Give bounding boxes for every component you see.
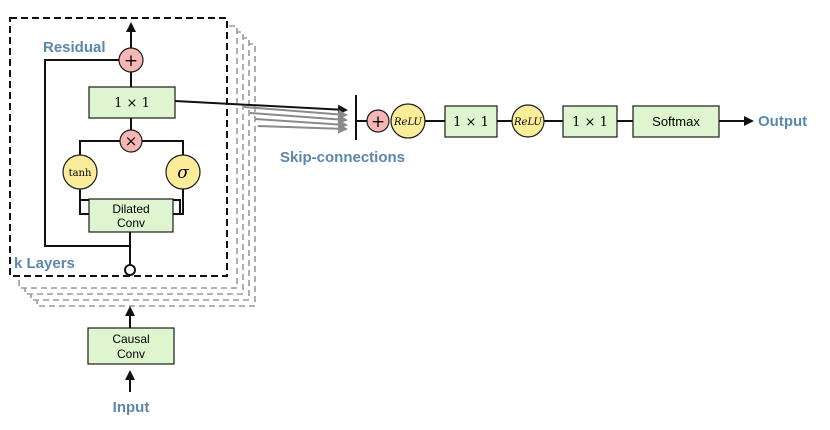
softmax-label: Softmax bbox=[652, 114, 700, 129]
residual-label: Residual bbox=[43, 39, 106, 56]
skip-connection-wire-5 bbox=[257, 123, 348, 134]
skip-connection-wire-main bbox=[174, 100, 348, 115]
residual-add-op bbox=[118, 47, 144, 73]
skip-connections-label: Skip-connections bbox=[280, 149, 405, 166]
causal-conv-block bbox=[87, 327, 175, 365]
wire-tanh-to-mult bbox=[79, 140, 121, 156]
wire-dilated-right bbox=[172, 189, 184, 215]
tanh-activation bbox=[62, 154, 98, 190]
k-layers-label: k Layers bbox=[14, 255, 75, 272]
dilated-conv-label-line2: Conv bbox=[117, 216, 145, 230]
wire-dilated-left bbox=[79, 189, 89, 215]
multiply-op bbox=[119, 129, 143, 153]
skip-connection-wire-4 bbox=[254, 118, 348, 130]
residual-add-symbol: + bbox=[124, 51, 138, 71]
layer-input-node bbox=[124, 264, 136, 276]
conv1x1-b-label: 1 × 1 bbox=[572, 115, 608, 130]
tanh-label: tanh bbox=[69, 168, 92, 179]
skip-add-op bbox=[366, 109, 390, 133]
skip-connection-wire-2 bbox=[243, 106, 348, 120]
relu-1-label: ReLU bbox=[393, 117, 423, 128]
conv1x1-block-a bbox=[444, 105, 498, 138]
skip-add-symbol: + bbox=[371, 112, 385, 132]
conv1x1-a-label: 1 × 1 bbox=[453, 115, 489, 130]
relu-2-label: ReLU bbox=[513, 117, 543, 128]
wire-sigma-to-mult bbox=[141, 140, 184, 156]
conv1x1-inner-label: 1 × 1 bbox=[114, 96, 150, 111]
residual-layer-frame bbox=[9, 17, 228, 277]
sigmoid-activation bbox=[165, 154, 201, 190]
conv1x1-inner-block bbox=[88, 86, 176, 119]
sigma-label: σ bbox=[177, 163, 189, 183]
softmax-block bbox=[632, 105, 720, 138]
causal-conv-label-line2: Conv bbox=[117, 347, 145, 361]
multiply-symbol: × bbox=[125, 132, 138, 150]
skip-connection-wire-3 bbox=[249, 112, 348, 125]
output-label: Output bbox=[758, 113, 807, 130]
causal-conv-label-line1: Causal bbox=[112, 332, 149, 346]
dilated-conv-label-line1: Dilated bbox=[112, 202, 149, 216]
dilated-conv-block bbox=[88, 198, 174, 233]
conv1x1-block-b bbox=[562, 105, 618, 138]
input-label: Input bbox=[113, 399, 150, 416]
